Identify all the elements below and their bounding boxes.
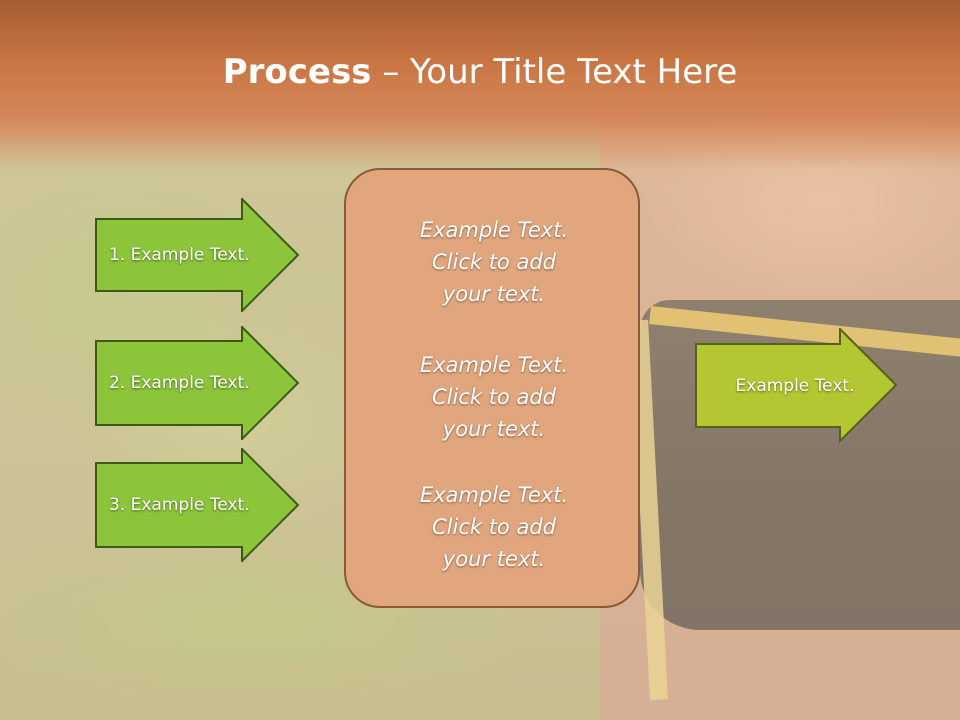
block-line: Example Text.: [419, 218, 569, 242]
text-block-2[interactable]: Example Text. Click to add your text.: [346, 349, 642, 445]
arrow-result-label: Example Text.: [735, 375, 855, 396]
arrow-step-3[interactable]: 3. Example Text.: [95, 448, 300, 562]
block-line: your text.: [442, 417, 546, 441]
arrow-shape: [95, 448, 300, 562]
title-rest: – Your Title Text Here: [371, 52, 738, 92]
block-line: Click to add: [431, 515, 556, 539]
arrow-label-3: 3. Example Text.: [109, 495, 250, 515]
arrow-label-2: 2. Example Text.: [109, 373, 250, 393]
arrow-step-2[interactable]: 2. Example Text.: [95, 326, 300, 440]
center-text-box[interactable]: Example Text. Click to add your text. Ex…: [344, 168, 640, 608]
arrow-shape: [695, 328, 898, 444]
arrow-shape: [95, 198, 300, 312]
arrow-result[interactable]: Example Text.: [695, 328, 900, 444]
block-line: Click to add: [431, 385, 556, 409]
title-bold: Process: [222, 52, 372, 92]
text-block-3[interactable]: Example Text. Click to add your text.: [346, 479, 642, 575]
text-block-1[interactable]: Example Text. Click to add your text.: [346, 214, 642, 310]
block-line: Click to add: [431, 250, 556, 274]
block-line: your text.: [442, 547, 546, 571]
block-line: Example Text.: [419, 353, 569, 377]
slide-title[interactable]: Process – Your Title Text Here: [0, 52, 960, 92]
arrow-step-1[interactable]: 1. Example Text.: [95, 198, 300, 312]
arrow-label-1: 1. Example Text.: [109, 245, 250, 265]
block-line: your text.: [442, 282, 546, 306]
title-band: [0, 0, 960, 170]
arrow-shape: [95, 326, 300, 440]
block-line: Example Text.: [419, 483, 569, 507]
